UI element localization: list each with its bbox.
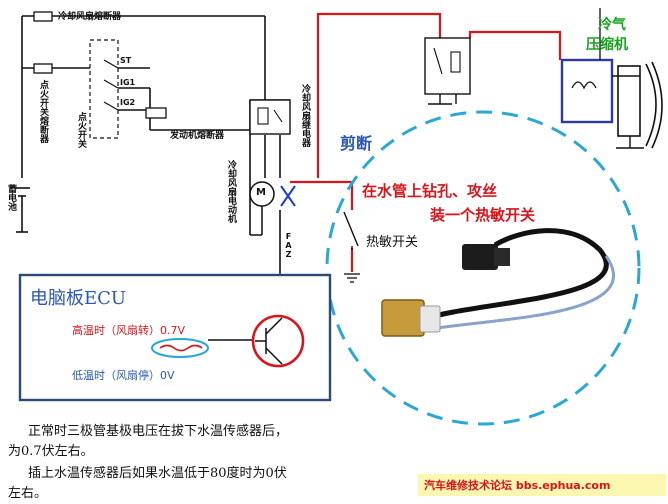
footer-watermark-bar: 汽车维修技术论坛 bbs.ephua.com	[418, 474, 666, 496]
fan-relay-icon	[249, 99, 291, 135]
motor-m-label: M	[256, 187, 266, 198]
low-temp-label: 低温时（风扇停）0V	[72, 369, 175, 382]
note2-line1: 插上水温传感器后如果水温低于80度时为0伏	[28, 466, 287, 481]
ig1-label: IG1	[120, 78, 136, 87]
st-label: ST	[120, 56, 132, 65]
note1-line2: 为0.7伏左右。	[8, 444, 94, 459]
engine-fuse-label: 发动机熔断器	[170, 131, 225, 141]
drill-instruction-line2: 装一个热敏开关	[430, 206, 536, 224]
thermo-switch-label: 热敏开关	[366, 235, 419, 250]
ac-compressor-label-line2: 压缩机	[586, 37, 628, 53]
cut-label: 剪断	[340, 134, 373, 153]
ig2-label: IG2	[120, 98, 136, 107]
ignition-switch-contacts	[103, 59, 119, 111]
ignition-switch-label: 点火开关	[76, 112, 86, 148]
ignition-fuse-label: 点火开关熔断器	[38, 80, 48, 143]
drill-instruction-line1: 在水管上钻孔、攻丝	[362, 182, 498, 200]
note2-line2: 左右。	[8, 486, 48, 501]
ignition-switch-box	[89, 39, 119, 139]
thermo-switch-icon	[343, 211, 359, 247]
engine-fuse-icon	[145, 107, 167, 119]
cut-mark-icon	[280, 185, 296, 207]
note1-line1: 正常时三极管基极电压在拔下水温传感器后，	[28, 424, 289, 439]
highlight-circle	[325, 110, 641, 426]
fan-relay-label: 冷却风扇继电器	[300, 84, 310, 147]
battery-label: 蓄电池	[6, 184, 16, 211]
voltage-ellipse	[151, 338, 209, 358]
cooling-fan-fuse-icon	[33, 11, 53, 22]
compressor-relay-icon	[424, 37, 471, 95]
ac-compressor-icon	[560, 58, 614, 124]
ecu-title: 电脑板ECU	[30, 288, 127, 309]
footer-watermark: 汽车维修技术论坛 bbs.ephua.com	[424, 479, 611, 492]
fan-motor-label: 冷却风扇电动机	[226, 160, 236, 223]
cooling-fan-fuse-label: 冷却风扇熔断器	[58, 12, 122, 22]
faz-label: FAZ	[284, 232, 293, 259]
ignition-fuse-icon	[33, 63, 53, 74]
thermo-sensor-illustration	[381, 228, 616, 337]
ac-compressor-label-line1: 冷气	[598, 17, 626, 33]
ground-icon	[344, 273, 360, 283]
high-temp-label: 高温时（风扇转）0.7V	[72, 324, 186, 337]
